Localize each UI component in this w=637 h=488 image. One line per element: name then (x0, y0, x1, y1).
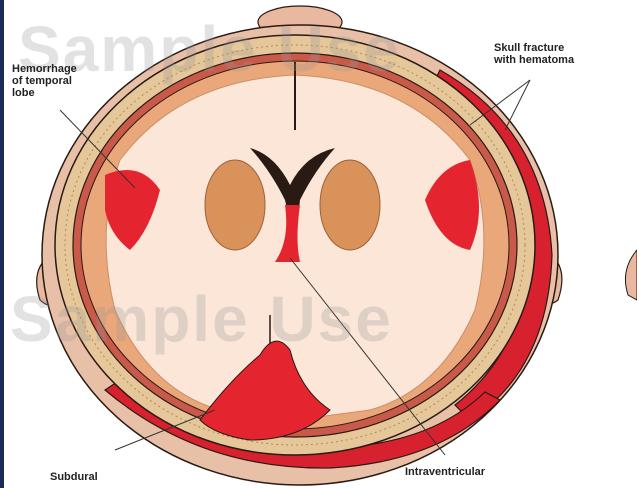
label-subdural: Subdural (50, 471, 98, 483)
watermark-middle: Sample Use (10, 282, 393, 356)
pointer-skull-fracture-2 (505, 80, 530, 130)
far-right-ear (625, 250, 637, 300)
label-temporal-hemorrhage: Hemorrhage of temporal lobe (12, 63, 77, 99)
right-basal-ganglia (320, 160, 380, 250)
left-basal-ganglia (205, 160, 265, 250)
label-intraventricular: Intraventricular (405, 466, 485, 478)
label-skull-fracture: Skull fracture with hematoma (494, 42, 574, 66)
